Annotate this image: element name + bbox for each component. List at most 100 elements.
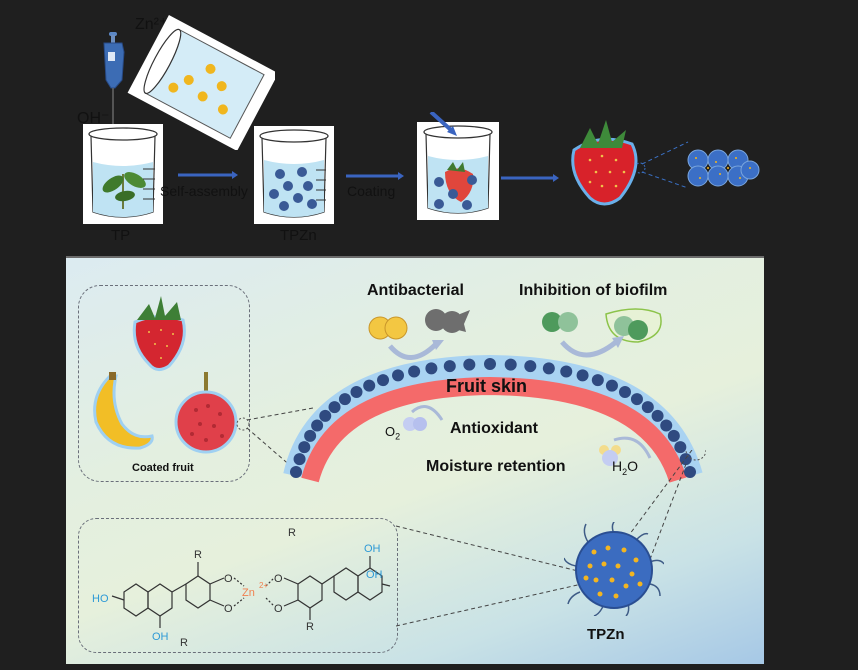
- self-assembly-label: Self-assembly: [160, 183, 248, 199]
- zinc-dot: [621, 547, 627, 553]
- zinc-dot: [637, 581, 643, 587]
- coating-particle: [319, 409, 332, 422]
- fruit-skin-arc: [283, 354, 703, 483]
- coating-particle: [304, 429, 317, 442]
- coating-particle: [630, 393, 643, 406]
- tpzn-chemical-structure: HO OH OH OH R R R R O O O O Zn 2+: [92, 527, 391, 648]
- tp-label: TP: [111, 227, 131, 244]
- coating-particle: [605, 379, 618, 392]
- coating-particle: [293, 453, 306, 466]
- coating-particle: [298, 441, 311, 454]
- r-label: R: [288, 527, 296, 539]
- zinc-ion-label: Zn²⁺: [135, 14, 167, 34]
- oh-right-label: OH: [366, 569, 383, 581]
- structure-box: [78, 518, 398, 653]
- tp-beaker-icon: [83, 124, 163, 224]
- h2o-label: H2O: [612, 458, 638, 477]
- tpzn-beaker-icon: [254, 126, 334, 224]
- coating-particle: [311, 419, 324, 432]
- hydroxide-label: OH⁻: [77, 108, 109, 128]
- zoom-lines: [636, 141, 689, 189]
- lychee-zoom-lines: [236, 407, 314, 469]
- o-label: O: [274, 573, 283, 585]
- strawberry-icon: [132, 296, 186, 371]
- zinc-dot: [605, 545, 611, 551]
- coating-particle: [328, 401, 341, 414]
- coating-particle: [619, 386, 631, 398]
- biofilm-label: Inhibition of biofilm: [519, 282, 668, 299]
- coating-particle: [524, 360, 537, 373]
- coating-particle: [463, 358, 476, 371]
- pipette-icon: [103, 32, 125, 142]
- h2o-o: O: [627, 458, 639, 474]
- coating-particle: [425, 362, 438, 375]
- o-label: O: [274, 603, 283, 615]
- zinc-dot: [629, 571, 635, 577]
- zinc-dot: [583, 575, 589, 581]
- coating-particle: [667, 429, 680, 442]
- arrow-icon: [501, 174, 559, 182]
- coating-particle: [576, 369, 589, 382]
- strawberry-beaker-icon: [417, 112, 499, 220]
- moisture-retention-label: Moisture retention: [426, 458, 566, 475]
- coating-particle: [542, 362, 555, 375]
- banana-icon: [93, 372, 154, 450]
- o2-o: O: [385, 424, 396, 439]
- arrow-icon: [178, 171, 238, 179]
- zinc-dots: [583, 545, 643, 599]
- coating-particle: [350, 386, 363, 398]
- coating-particle: [408, 365, 421, 378]
- oh-top-right-label: OH: [364, 543, 381, 555]
- coating-particle: [660, 419, 673, 432]
- hydroxide-text: OH⁻: [77, 110, 110, 127]
- zinc-dot: [597, 591, 603, 597]
- zinc-dot: [633, 557, 639, 563]
- antioxidant-label: Antioxidant: [450, 420, 538, 437]
- zinc-dot: [613, 593, 619, 599]
- zinc-dot: [591, 549, 597, 555]
- bacteria-kill-icon: [368, 309, 470, 360]
- zinc-beaker-icon: [127, 15, 275, 150]
- arrow-icon: [346, 172, 404, 180]
- coated-fruit-caption: Coated fruit: [132, 462, 194, 474]
- coating-particle: [674, 441, 687, 454]
- oxygen-molecule-icon: [403, 405, 444, 431]
- zinc-ion-text: Zn²⁺: [135, 16, 168, 33]
- o2-sub: 2: [395, 431, 401, 442]
- coating-particle: [377, 374, 390, 387]
- coating-label: Coating: [347, 183, 396, 199]
- coating-particle: [290, 466, 302, 478]
- coating-particle: [363, 379, 376, 392]
- coating-particle: [338, 393, 351, 406]
- coating-particles: [290, 358, 696, 478]
- coating-particle: [591, 374, 604, 387]
- o-label: O: [224, 573, 233, 585]
- fruit-skin-label: Fruit skin: [446, 376, 528, 396]
- antibacterial-label: Antibacterial: [367, 282, 464, 299]
- lychee-icon: [174, 372, 238, 454]
- r-label: R: [306, 621, 314, 633]
- zn-label: Zn: [242, 587, 255, 599]
- water-molecule-icon: [599, 436, 652, 466]
- o-label: O: [224, 603, 233, 615]
- ho-left-label: HO: [92, 593, 109, 605]
- coated-fruit-box: [78, 285, 250, 482]
- r-label: R: [180, 637, 188, 648]
- h2o-h: H: [612, 458, 623, 474]
- particle-zoom-lines: [396, 450, 706, 627]
- coating-particle: [651, 409, 664, 422]
- tpzn-particle-label: TPZn: [587, 626, 625, 643]
- coated-strawberry-icon: [571, 120, 638, 206]
- r-label: R: [194, 549, 202, 561]
- biofilm-icon: [542, 308, 662, 358]
- zinc-dot: [601, 561, 607, 567]
- tpzn-label: TPZn: [280, 227, 317, 244]
- coating-particle: [392, 369, 405, 382]
- zinc-dot: [623, 583, 629, 589]
- zinc-dot: [587, 563, 593, 569]
- coating-particle: [560, 365, 573, 378]
- coating-particle: [484, 358, 496, 370]
- h2o-sub: 2: [622, 466, 628, 477]
- coating-particle: [504, 358, 517, 371]
- zinc-dot: [593, 577, 599, 583]
